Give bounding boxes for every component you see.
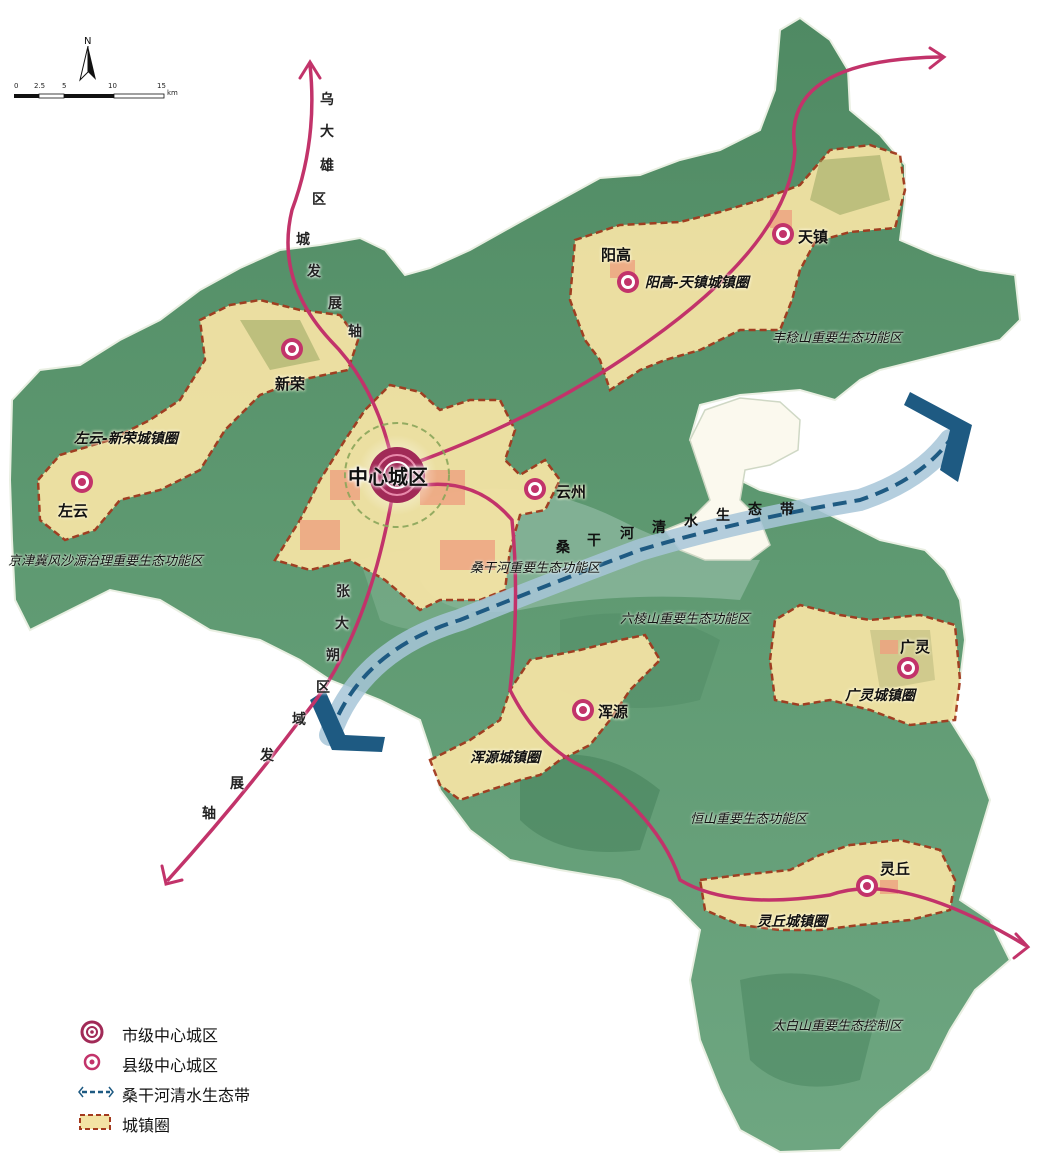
scale-tick: 0 xyxy=(14,82,19,90)
county-label-guangling: 广灵 xyxy=(900,638,931,656)
scale-tick: 5 xyxy=(62,82,67,90)
axis-south-char: 轴 xyxy=(202,806,216,822)
zone-lingqiu xyxy=(698,838,957,932)
belt-char: 带 xyxy=(780,502,794,518)
circle-label-guangling: 广灵城镇圈 xyxy=(845,688,915,704)
eco-label-jingjinji: 京津冀风沙源治理重要生态功能区 xyxy=(8,554,204,569)
legend-belt-icon xyxy=(78,1086,114,1098)
scale-unit: km xyxy=(167,89,178,97)
eco-label-liuleng: 六棱山重要生态功能区 xyxy=(620,612,751,627)
eco-label-hengshan: 恒山重要生态功能区 xyxy=(690,812,808,827)
sanggan-belt-line xyxy=(328,438,952,736)
axis-north-char: 轴 xyxy=(348,324,362,340)
axis-north-char: 城 xyxy=(296,232,310,248)
eco-label-fengren: 丰稔山重要生态功能区 xyxy=(772,331,903,346)
axis-north-char: 雄 xyxy=(320,158,334,174)
center-city-label: 中心城区 xyxy=(348,465,428,489)
axis-northeast xyxy=(393,55,942,472)
belt-arrow-sw xyxy=(310,690,385,752)
circle-label-lingqiu: 灵丘城镇圈 xyxy=(757,914,827,930)
legend-county-icon xyxy=(83,1053,101,1071)
axis-north-char: 乌 xyxy=(320,92,334,108)
axis-north xyxy=(286,63,397,477)
axis-southeast xyxy=(398,482,1027,947)
enclave xyxy=(663,397,801,561)
center-city-symbol xyxy=(344,422,450,528)
eco-label-taibai: 太白山重要生态控制区 xyxy=(772,1019,903,1034)
legend-city-icon xyxy=(80,1020,104,1044)
axis-south-char: 朔 xyxy=(326,648,340,664)
circle-label-zuoyun-xinrong: 左云-新荣城镇圈 xyxy=(74,431,178,447)
circle-label-yanggao-tianzhen: 阳高-天镇城镇圈 xyxy=(645,275,749,291)
axis-south-char: 大 xyxy=(335,616,349,632)
axis-north-char: 区 xyxy=(312,192,326,208)
axis-north-char: 发 xyxy=(307,264,321,280)
county-label-tianzhen: 天镇 xyxy=(798,228,829,246)
axis-southwest xyxy=(166,478,397,882)
axis-south-char: 张 xyxy=(336,584,350,600)
legend-label: 桑干河清水生态带 xyxy=(122,1086,251,1105)
eco-label-sanggan: 桑干河重要生态功能区 xyxy=(470,561,601,576)
belt-char: 生 xyxy=(716,508,730,524)
scale-tick: 15 xyxy=(157,82,166,90)
axis-north-char: 大 xyxy=(320,124,334,140)
north-arrow: N xyxy=(76,36,100,86)
axis-south-char: 发 xyxy=(260,748,274,764)
belt-char: 干 xyxy=(587,533,601,549)
belt-char: 清 xyxy=(652,520,666,536)
legend-label: 城镇圈 xyxy=(122,1116,171,1135)
axis-south-char: 展 xyxy=(230,776,244,792)
circle-label-hunyuan: 浑源城镇圈 xyxy=(470,750,540,766)
belt-char: 态 xyxy=(748,502,762,518)
county-label-hunyuan: 浑源 xyxy=(598,703,629,721)
county-label-yunzhou: 云州 xyxy=(556,483,587,501)
axis-south-char: 区 xyxy=(316,680,330,696)
county-label-yanggao: 阳高 xyxy=(601,246,632,264)
scale-bar: 0 2.5 5 10 15 km xyxy=(14,82,184,112)
legend-label: 县级中心城区 xyxy=(122,1056,219,1075)
belt-char: 桑 xyxy=(556,540,570,556)
county-label-xinrong: 新荣 xyxy=(275,375,306,393)
belt-char: 水 xyxy=(684,514,698,530)
zone-yanggao-tianzhen xyxy=(568,143,907,392)
legend-label: 市级中心城区 xyxy=(122,1026,219,1045)
county-label-zuoyun: 左云 xyxy=(58,502,89,520)
axis-south-char: 域 xyxy=(292,712,306,728)
scale-tick: 10 xyxy=(108,82,117,90)
county-label-lingqiu: 灵丘 xyxy=(880,860,911,878)
belt-arrow-ne xyxy=(904,392,972,482)
belt-char: 河 xyxy=(620,526,634,542)
scale-tick: 2.5 xyxy=(34,82,46,90)
county-symbols xyxy=(71,223,919,897)
legend-circle-icon xyxy=(79,1114,111,1130)
north-label: N xyxy=(84,36,92,47)
axis-north-char: 展 xyxy=(328,296,342,312)
